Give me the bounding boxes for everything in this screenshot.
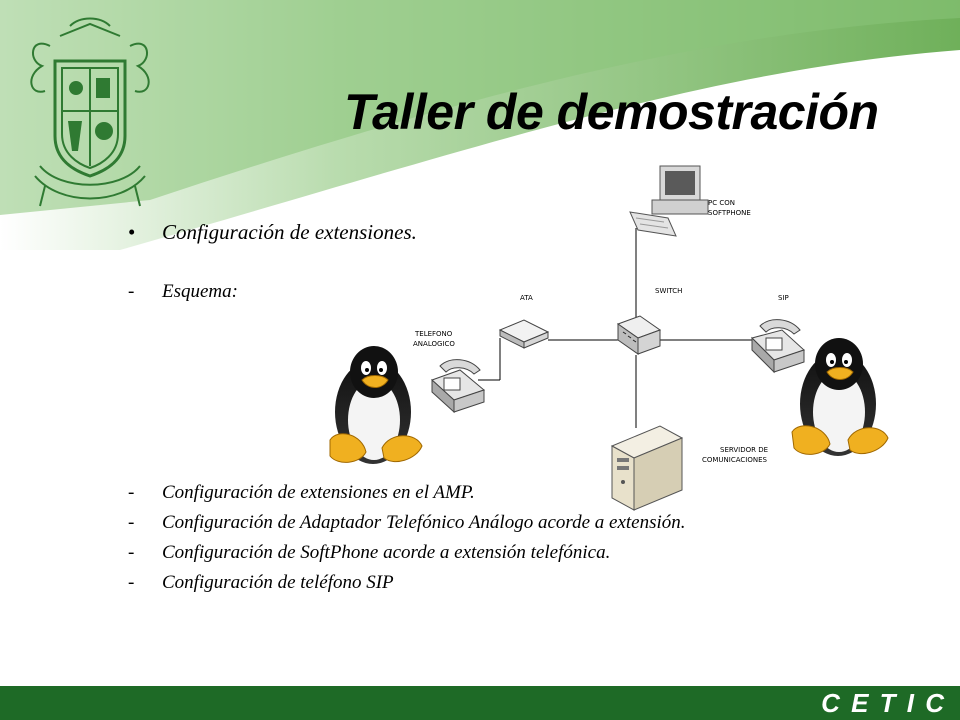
sub-header-item: - Esquema: [128, 280, 238, 304]
footer-bar: C E T I C [0, 686, 960, 720]
pc-label-line2: SOFTPHONE [708, 209, 751, 217]
bullet-text: Configuración de extensiones. [162, 220, 417, 244]
switch-icon [616, 315, 662, 355]
dash-mark: - [128, 572, 135, 593]
step-text: Configuración de extensiones en el AMP. [162, 482, 475, 503]
analog-phone-label-line2: ANALOGICO [413, 340, 455, 348]
pc-label-line1: PC CON [708, 199, 735, 207]
step-text: Configuración de teléfono SIP [162, 572, 394, 593]
server-label-line2: COMUNICACIONES [702, 456, 768, 464]
dash-mark: - [128, 482, 135, 503]
tux-penguin-icon [791, 338, 889, 456]
ata-label: ATA [520, 294, 533, 302]
network-links [478, 228, 755, 428]
sub-header-text: Esquema: [162, 281, 238, 302]
server-icon [610, 425, 684, 511]
dash-mark: - [128, 542, 135, 563]
step-item: - Configuración de Adaptador Telefónico A… [128, 511, 686, 535]
sip-label: SIP [778, 294, 789, 302]
slide-title: Taller de demostración [344, 84, 879, 140]
footer-brand: C E T I C [821, 688, 946, 718]
analog-phone-label-line1: TELEFONO [414, 330, 453, 338]
step-item: - Configuración de teléfono SIP [128, 571, 394, 595]
step-item: - Configuración de extensiones en el AMP. [128, 481, 475, 505]
step-item: - Configuración de SoftPhone acorde a ext… [128, 541, 610, 565]
bullet-mark: • [128, 220, 136, 244]
step-text: Configuración de SoftPhone acorde a exte… [162, 542, 611, 563]
coat-of-arms-logo [30, 17, 150, 207]
dash-mark: - [128, 281, 135, 302]
server-label-line1: SERVIDOR DE [720, 446, 768, 454]
step-text: Configuración de Adaptador Telefónico An… [162, 512, 686, 533]
pc-softphone-icon [629, 165, 709, 237]
dash-mark: - [128, 512, 135, 533]
tux-penguin-icon [329, 346, 423, 464]
analog-phone-icon [431, 359, 486, 414]
sip-phone-icon [751, 319, 805, 374]
bullet-item: • Configuración de extensiones. [128, 219, 417, 245]
ata-icon [498, 319, 550, 349]
switch-label: SWITCH [655, 287, 682, 295]
